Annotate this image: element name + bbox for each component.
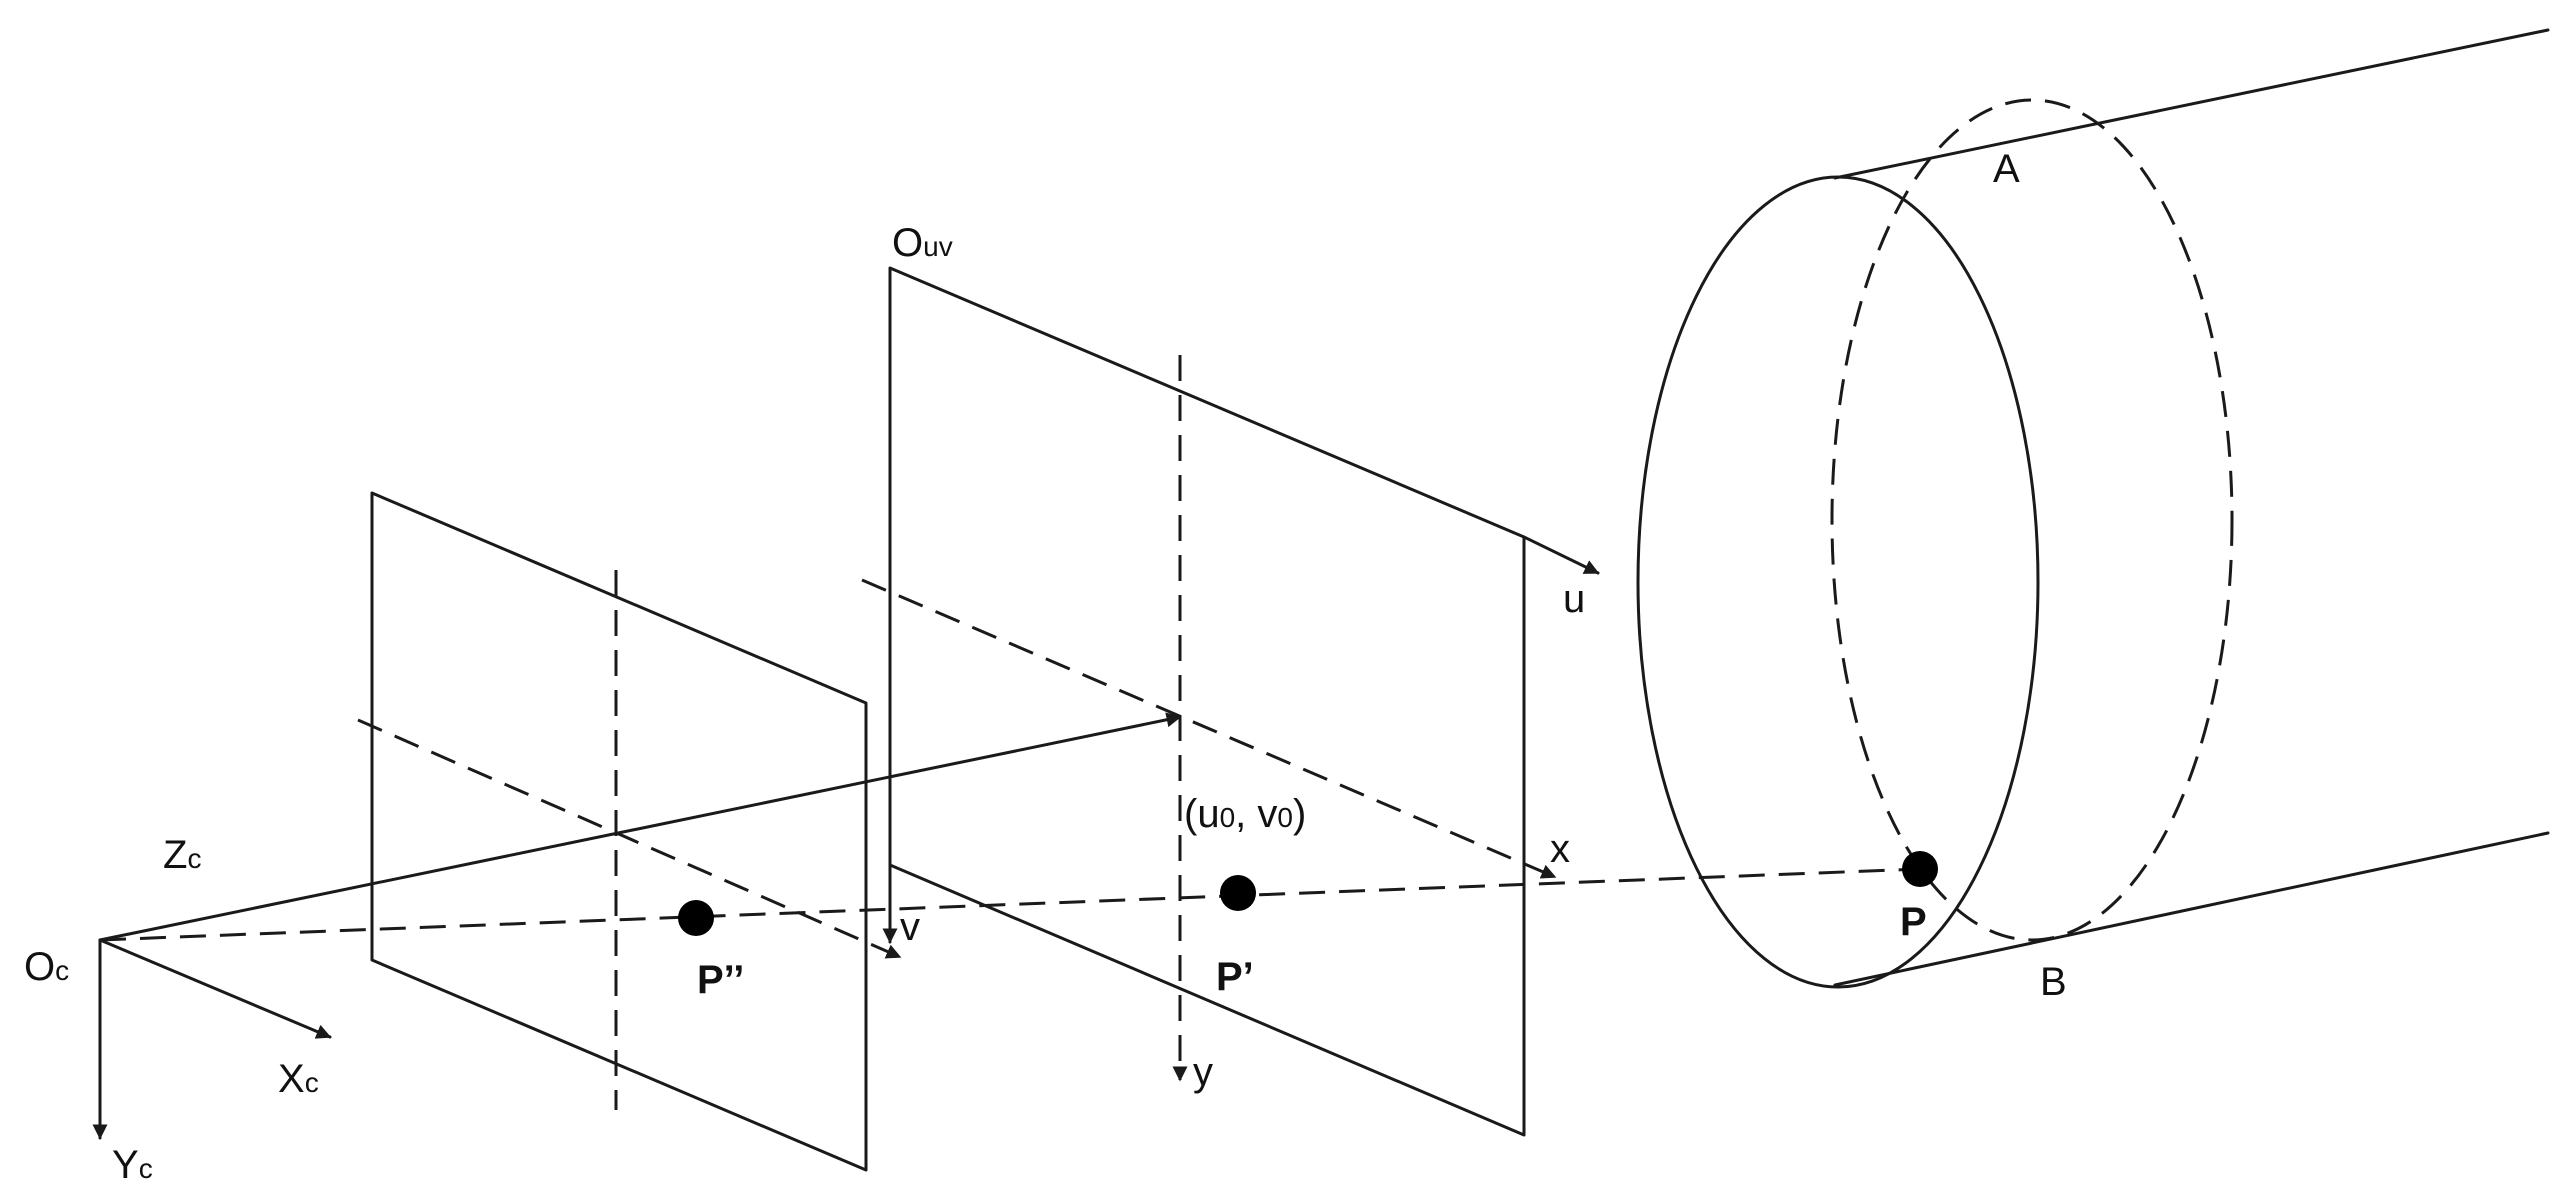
cylinder-top-edge (1833, 28, 2550, 180)
point-p (1902, 851, 1938, 887)
camera-axes (92, 712, 1182, 1140)
cylinder (1636, 28, 2550, 989)
label-xc: Xc (278, 1057, 319, 1101)
virtual-plane-outline (370, 491, 868, 1172)
label-y: y (1193, 1050, 1213, 1094)
x-axis-dashed-arrow (861, 578, 1557, 879)
label-principal-point: (u0, v0) (1184, 792, 1306, 836)
label-v: v (900, 905, 920, 949)
label-p-double-prime: P’’ (697, 958, 744, 1002)
label-yc: Yc (112, 1143, 153, 1187)
label-p-prime: P’ (1216, 955, 1254, 999)
label-oc: Oc (24, 945, 69, 989)
label-u: u (1563, 577, 1585, 621)
cylinder-bottom-edge (1833, 831, 2550, 987)
image-plane (861, 266, 1600, 1137)
u-axis-arrow (1522, 535, 1600, 575)
cylinder-cross-section-ellipse (1830, 98, 2234, 942)
xc-axis-arrow (98, 938, 332, 1039)
point-p-double-prime (678, 900, 714, 936)
label-x: x (1550, 827, 1570, 871)
label-a: A (1993, 147, 2020, 191)
cylinder-front-ellipse (1636, 175, 2040, 989)
image-plane-outline (888, 266, 1526, 1137)
projection-ray (99, 867, 1921, 942)
label-b: B (2040, 960, 2067, 1004)
label-ouv: Ouv (892, 221, 953, 265)
label-p: P (1900, 900, 1927, 944)
optical-axis-zc (98, 712, 1182, 942)
ray-oc-to-p (99, 867, 1921, 942)
point-p-prime (1220, 875, 1256, 911)
virtual-plane-horizontal-centerline (357, 718, 902, 959)
label-zc: Zc (163, 833, 201, 877)
virtual-image-plane (357, 491, 902, 1172)
